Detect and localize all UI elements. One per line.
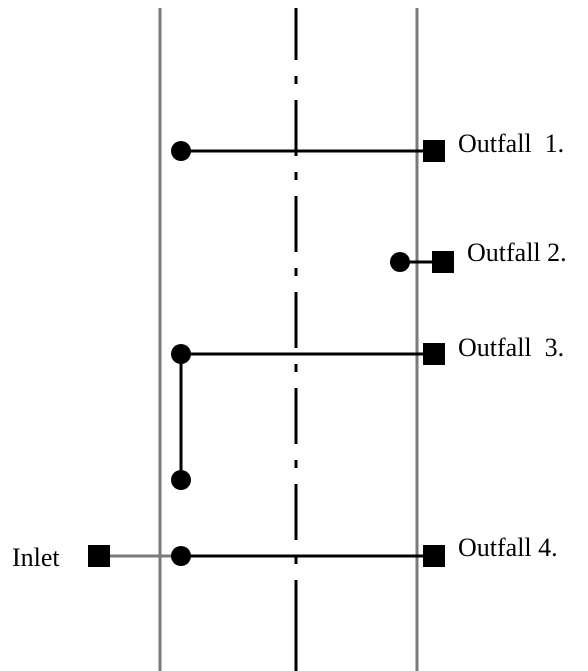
catch-basin-node — [171, 546, 191, 566]
inlet-marker — [88, 545, 110, 567]
catch-basin-node — [171, 344, 191, 364]
pipe-run-2 — [390, 251, 454, 273]
outfall-4-label: Outfall 4. — [458, 533, 558, 562]
outfall-2-marker — [432, 251, 454, 273]
inlet-label: Inlet — [12, 543, 60, 572]
outfall-2-label: Outfall 2. — [467, 238, 567, 267]
outfall-3-label: Outfall 3. — [458, 333, 564, 362]
outfall-4-marker — [423, 545, 445, 567]
pipe-run-1 — [171, 140, 445, 162]
outfall-1-label: Outfall 1. — [458, 129, 564, 158]
outfall-1-marker — [423, 140, 445, 162]
catch-basin-node — [171, 470, 191, 490]
catch-basin-node — [390, 252, 410, 272]
catch-basin-node — [171, 141, 191, 161]
pipe-run-3 — [171, 343, 445, 490]
pipe-run-4 — [88, 545, 445, 567]
outfall-3-marker — [423, 343, 445, 365]
